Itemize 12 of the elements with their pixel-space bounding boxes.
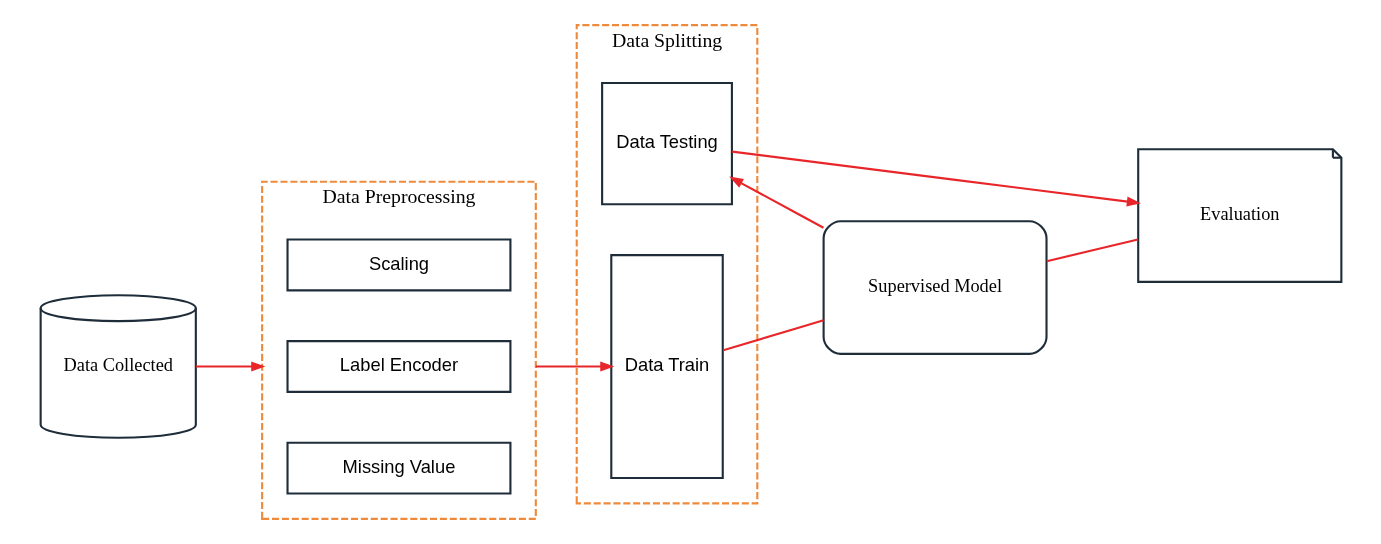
arrow	[535, 361, 614, 372]
connector	[1046, 238, 1138, 263]
node-box: Scaling	[285, 238, 511, 292]
node-box: Label Encoder	[285, 340, 511, 393]
arrow	[195, 361, 265, 372]
node-box: Data Testing	[600, 81, 733, 206]
node-box: Data Train	[609, 254, 724, 480]
node-box: Supervised Model	[822, 220, 1048, 355]
arrow	[728, 176, 824, 229]
connector	[722, 319, 824, 352]
node-box: Missing Value	[285, 441, 511, 495]
arrow	[731, 150, 1141, 207]
